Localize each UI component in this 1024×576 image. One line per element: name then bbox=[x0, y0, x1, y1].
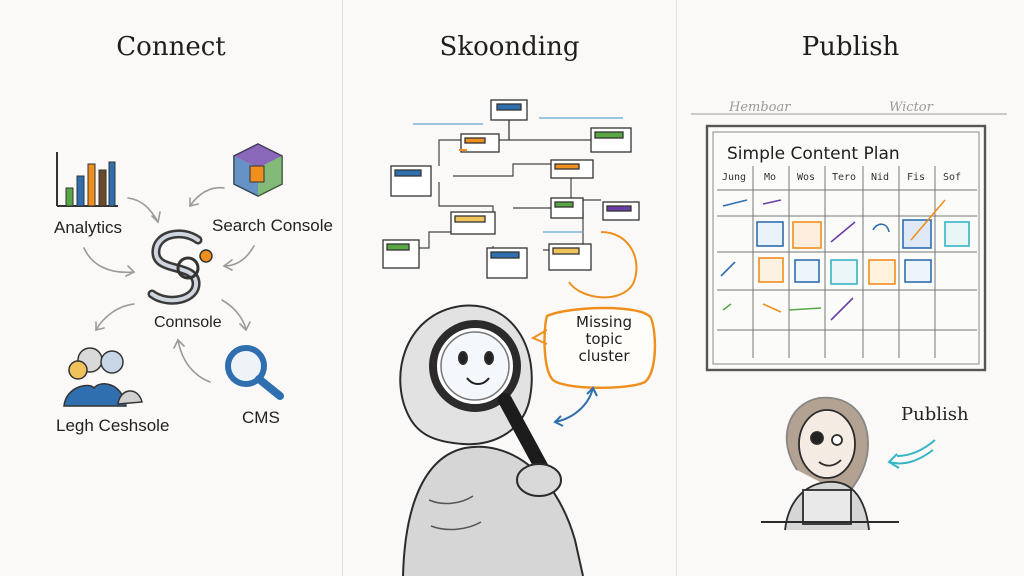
missing-topic-callout: Missing topic cluster bbox=[562, 314, 646, 365]
publish-title: Publish bbox=[801, 32, 900, 62]
top-note-left: Hemboar bbox=[729, 100, 791, 115]
callout-line-3: cluster bbox=[578, 347, 630, 365]
scouting-title: Skoonding bbox=[439, 32, 580, 62]
scouting-panel: Skoonding bbox=[343, 0, 676, 576]
top-note-right: Wictor bbox=[889, 100, 933, 115]
content-plan-title: Simple Content Plan bbox=[727, 144, 900, 164]
hub-logo-icon bbox=[147, 229, 213, 305]
search-console-icon bbox=[233, 143, 283, 197]
publish-action-label: Publish bbox=[901, 404, 969, 425]
content-calendar-board bbox=[691, 113, 1007, 531]
search-console-label: Search Console bbox=[212, 216, 333, 235]
callout-line-2: topic bbox=[585, 330, 623, 348]
analytics-label: Analytics bbox=[54, 218, 123, 237]
day-header: Mo bbox=[763, 172, 777, 183]
analytics-chart-icon bbox=[56, 152, 118, 207]
flow-arrows bbox=[83, 186, 255, 383]
day-header: Tero bbox=[831, 172, 857, 183]
callout-line-1: Missing bbox=[576, 313, 632, 331]
publish-panel: Publish Hemboar Wictor bbox=[677, 0, 1024, 576]
connect-panel: Connect Analytics Search Console Connsol… bbox=[0, 0, 342, 576]
day-header: Nid bbox=[870, 172, 890, 183]
console-label: Connsole bbox=[154, 314, 222, 331]
team-people-icon bbox=[63, 347, 143, 407]
day-header: Sof bbox=[942, 172, 962, 183]
day-header: Fis bbox=[906, 172, 926, 183]
cms-search-icon bbox=[225, 345, 284, 400]
connect-title: Connect bbox=[116, 32, 226, 62]
day-header: Jung bbox=[721, 172, 747, 183]
site-map-flowchart bbox=[382, 99, 657, 576]
day-header: Wos bbox=[796, 172, 816, 183]
cms-label: CMS bbox=[242, 408, 280, 427]
legh-label: Legh Ceshsole bbox=[56, 416, 170, 435]
